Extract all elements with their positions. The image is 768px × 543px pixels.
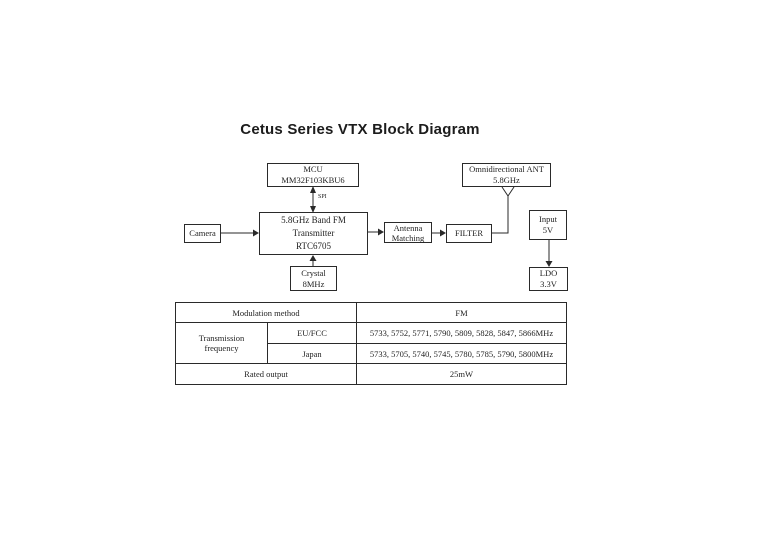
camera-block-line: Camera: [189, 228, 216, 238]
antenna-block-line: 5.8GHz: [493, 175, 520, 185]
rated-output-value: 25mW: [356, 363, 567, 385]
rated-output-label: Rated output: [175, 363, 357, 385]
ldo-block-line: 3.3V: [540, 279, 557, 289]
arrow-crystal-to-transmitter: [309, 255, 317, 266]
input-block-line: 5V: [542, 225, 554, 235]
japan-frequencies-value: 5733, 5705, 5740, 5745, 5780, 5785, 5790…: [356, 343, 567, 364]
transmitter-block-line: 5.8GHz Band FM: [281, 215, 346, 225]
camera-block: Camera: [184, 224, 221, 243]
arrow-camera-to-transmitter: [221, 229, 259, 237]
crystal-block-line: Crystal: [301, 267, 326, 278]
antenna-matching-line: Antenna: [393, 222, 423, 233]
modulation-method-value: FM: [356, 302, 567, 323]
input-5v-block: Input 5V: [529, 210, 567, 240]
eu-fcc-frequencies-value: 5733, 5752, 5771, 5790, 5809, 5828, 5847…: [356, 322, 567, 344]
transmitter-block-line: RTC6705: [296, 241, 331, 251]
transmission-frequency-label-text: Transmission frequency: [198, 333, 245, 353]
antenna-symbol: [501, 186, 515, 197]
table-row: Modulation method FM: [175, 302, 567, 323]
filter-block-line: FILTER: [454, 228, 484, 238]
spi-bus-label: SPI: [318, 194, 327, 200]
mcu-block-line: MCU: [303, 164, 323, 174]
mcu-block: MCU MM32F103KBU6: [267, 163, 359, 187]
transmission-frequency-label: Transmission frequency: [175, 322, 268, 364]
table-row: Transmission frequency EU/FCC 5733, 5752…: [175, 322, 567, 364]
wire-filter-to-antenna: [492, 196, 509, 234]
region-eu-fcc-label: EU/FCC: [267, 322, 357, 344]
antenna-matching-block: Antenna Matching: [384, 222, 432, 243]
omnidirectional-antenna-block: Omnidirectional ANT 5.8GHz: [462, 163, 551, 187]
arrow-antenna-matching-to-filter: [432, 229, 446, 237]
fm-transmitter-block: 5.8GHz Band FM Transmitter RTC6705: [259, 212, 368, 255]
filter-block: FILTER: [446, 224, 492, 243]
mcu-block-line: MM32F103KBU6: [281, 175, 345, 185]
ldo-block: LDO 3.3V: [529, 267, 568, 291]
input-block-line: Input: [539, 214, 557, 224]
crystal-block-line: 8MHz: [302, 278, 325, 289]
spi-double-arrow: [310, 186, 316, 213]
table-row: Rated output 25mW: [175, 363, 567, 385]
crystal-block: Crystal 8MHz: [290, 266, 337, 291]
modulation-method-label: Modulation method: [175, 302, 357, 323]
arrow-transmitter-to-antenna-matching: [368, 228, 384, 236]
region-japan-label: Japan: [267, 343, 357, 364]
ldo-block-line: LDO: [539, 268, 558, 278]
arrow-input-to-ldo: [545, 240, 553, 267]
antenna-matching-line: Matching: [391, 232, 425, 243]
diagram-title: Cetus Series VTX Block Diagram: [240, 121, 480, 138]
spec-table: Modulation method FM Transmission freque…: [175, 302, 567, 385]
transmitter-block-line: Transmitter: [292, 228, 335, 238]
antenna-block-line: Omnidirectional ANT: [469, 164, 544, 174]
